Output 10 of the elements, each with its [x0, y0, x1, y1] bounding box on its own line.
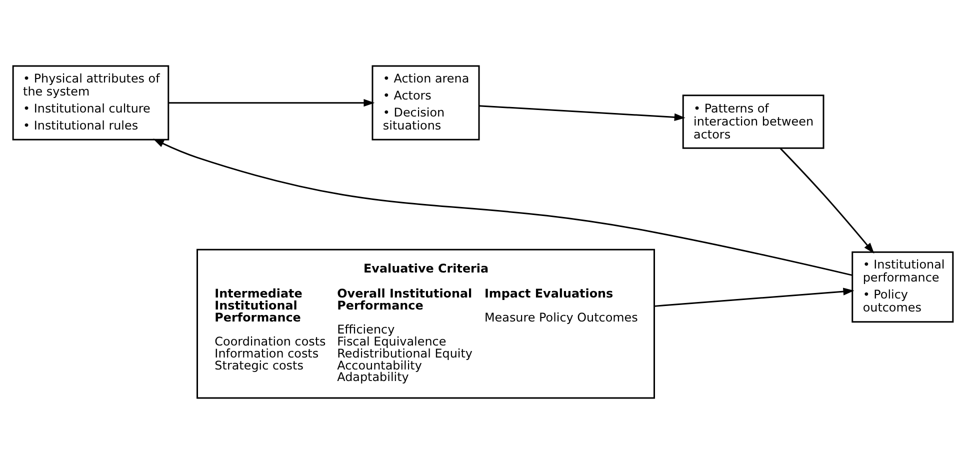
arrow	[780, 148, 874, 254]
arrow	[654, 288, 854, 307]
node-box: • Institutional performance • Policy outcomes	[852, 251, 954, 323]
node-box: • Physical attributes of the system • Institutional culture • Institutional rules	[12, 65, 170, 140]
node-box: Evaluative Criteria Intermediate Institutional Performance Coordination costs Information costs Strategic costs Overall Institutional Performance Efficiency Fiscal Equivalence Redistributional Equity Accountability Adaptability Impact Evaluations Measure Policy Outcomes	[196, 248, 655, 399]
node-box: • Action arena • Actors • Decision situations	[372, 65, 480, 140]
arrow	[479, 105, 686, 122]
arrow	[153, 138, 852, 276]
node-box: • Patterns of interaction between actors	[682, 94, 824, 149]
arrow	[168, 98, 375, 107]
